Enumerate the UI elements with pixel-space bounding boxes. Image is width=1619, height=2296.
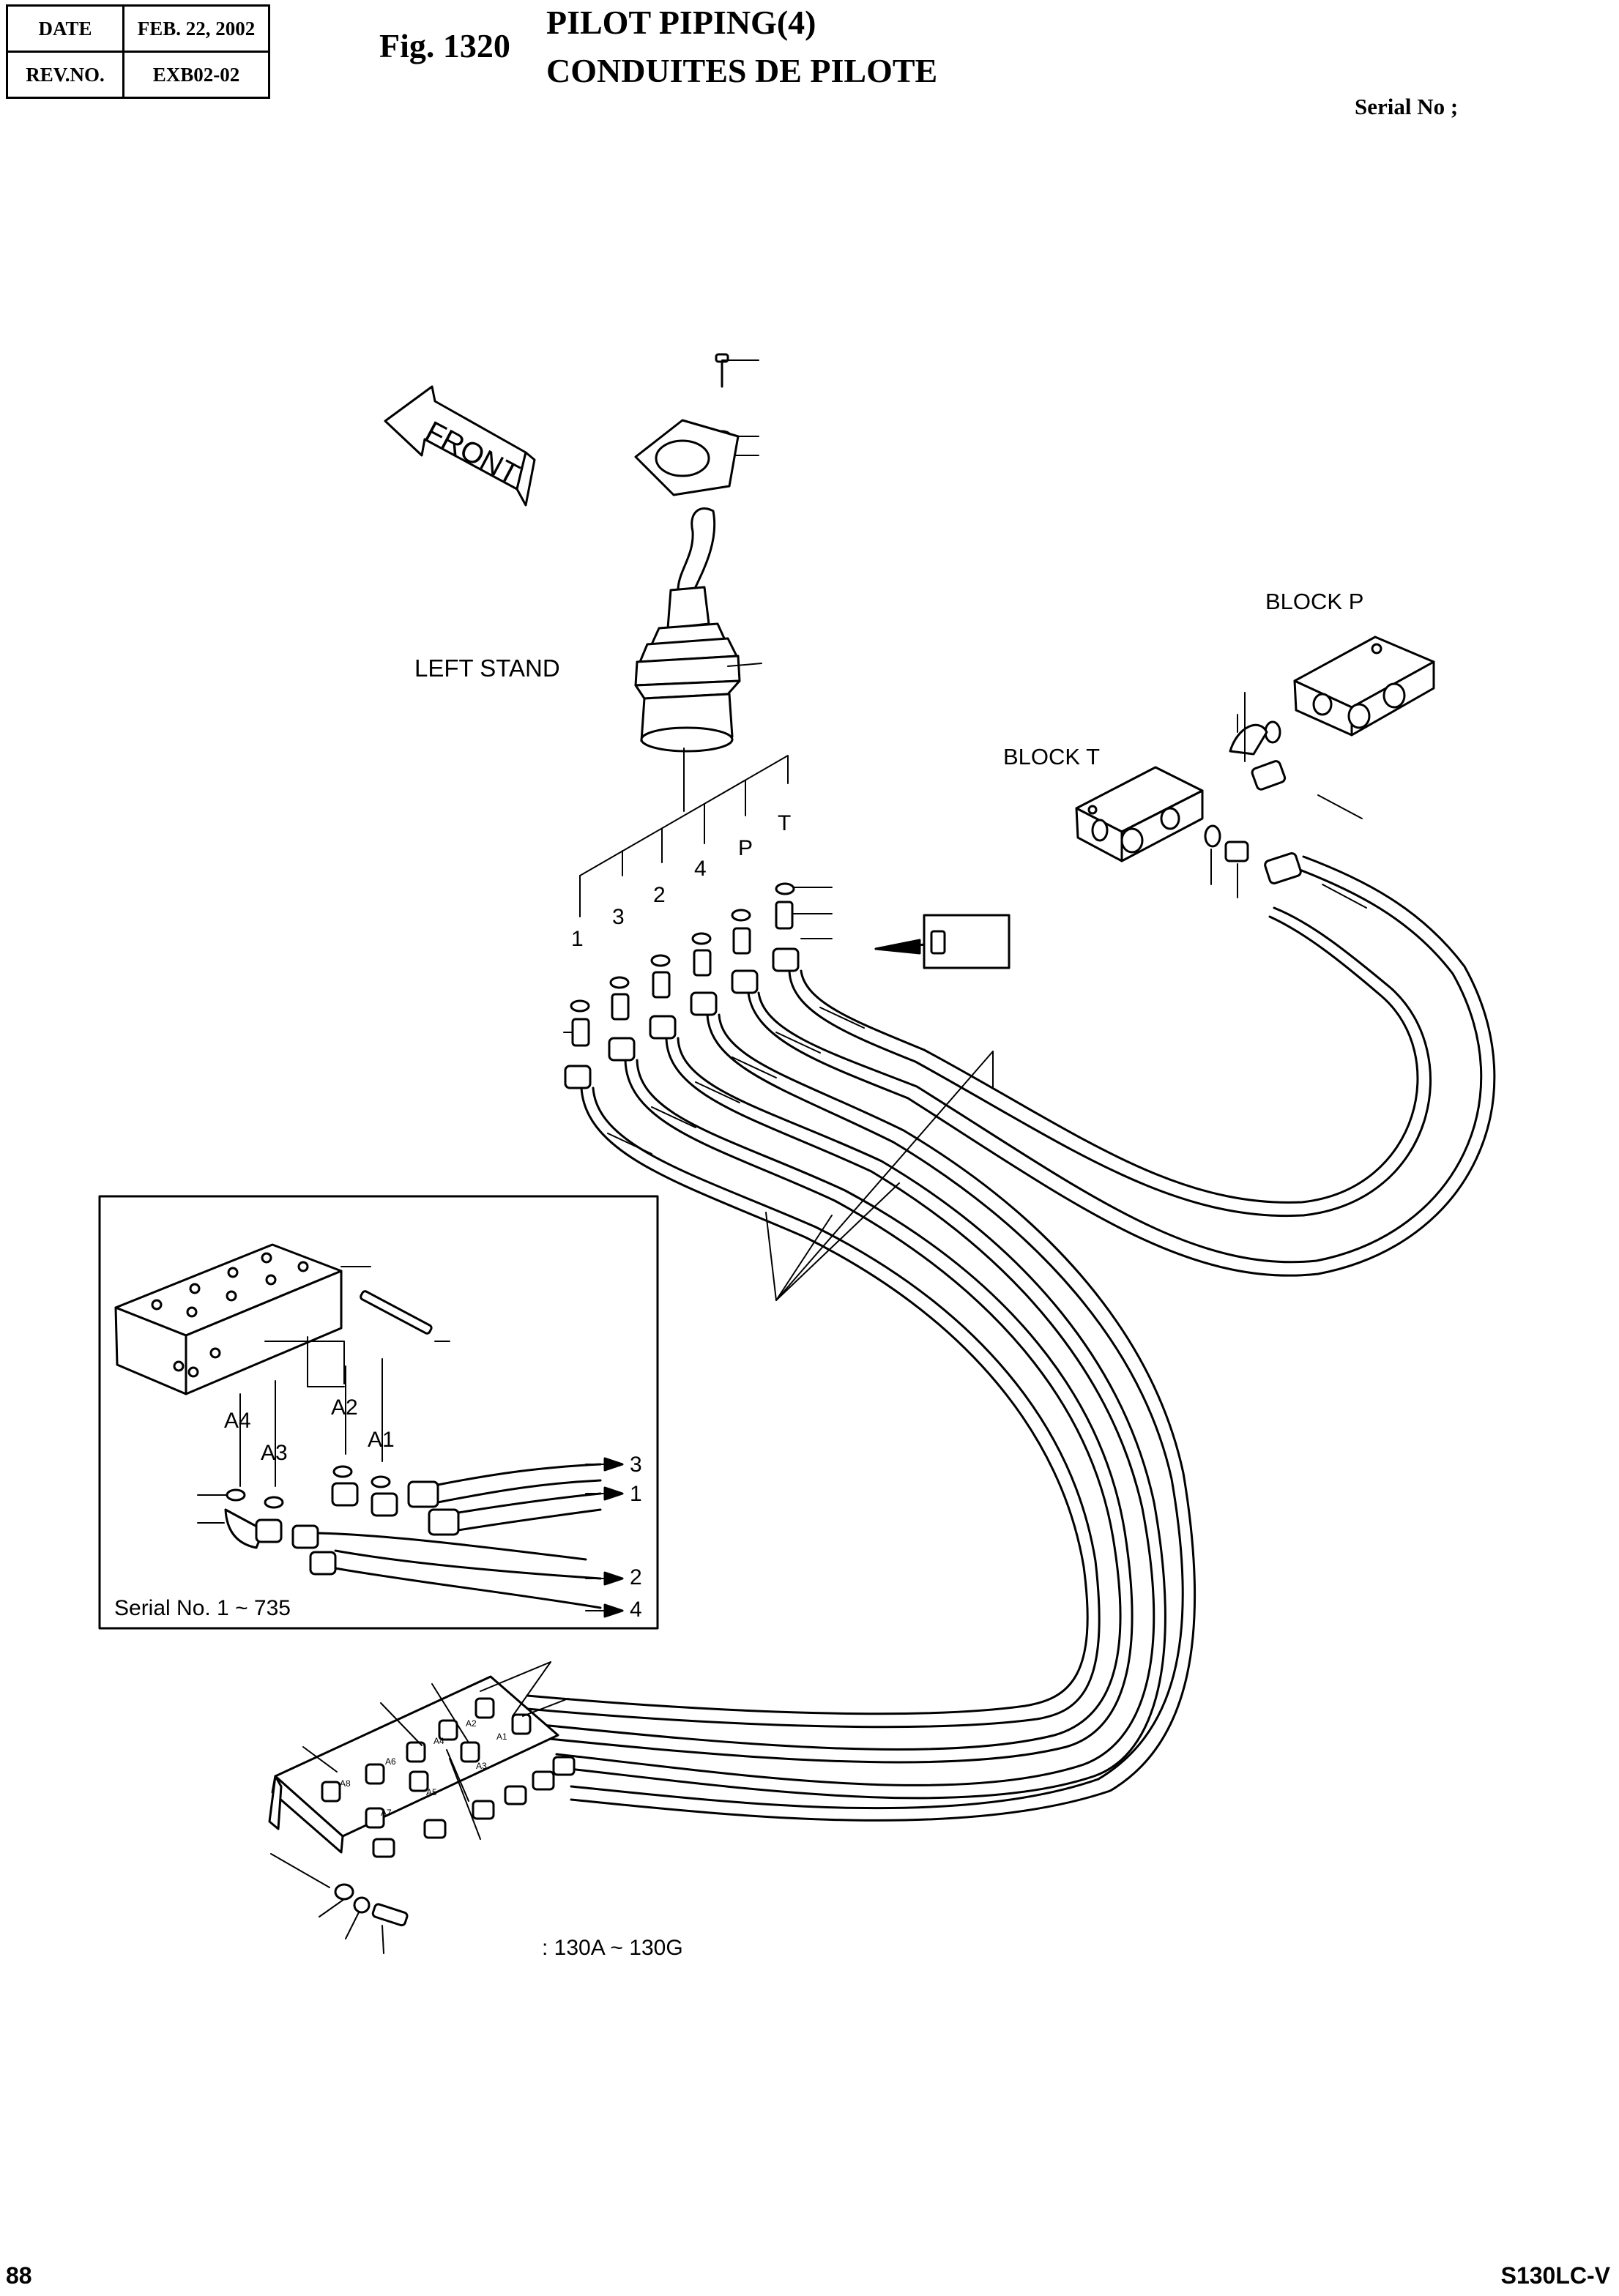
page-number: 88 [6, 2262, 32, 2289]
date-label: DATE [6, 4, 124, 53]
block-p-label: BLOCK P [1265, 589, 1363, 614]
manifold-port-a3: A3 [476, 1761, 487, 1771]
port-label-3: 3 [612, 905, 625, 929]
port-callout-lines [579, 748, 789, 917]
port-label-4: 4 [694, 857, 707, 881]
port-labels: 1 3 2 4 P T [571, 811, 791, 951]
inset-callout-lines [239, 1336, 383, 1487]
manifold-port-a1: A1 [496, 1732, 507, 1742]
hose-callout-lines [765, 1051, 994, 1301]
port-label-t: T [778, 811, 791, 835]
model-name: S130LC-V [1500, 2262, 1610, 2289]
port-label-2: 2 [653, 883, 666, 907]
rev-value: EXB02-02 [122, 51, 270, 99]
date-value: FEB. 22, 2002 [122, 4, 270, 53]
manifold-port-a7: A7 [381, 1808, 392, 1818]
port-label-p: P [738, 836, 753, 860]
inset-port-labels: A4 A3 A2 A1 [224, 1395, 395, 1465]
inset-hose-1: 1 [630, 1482, 642, 1506]
joystick-mounting-plate [634, 353, 759, 496]
manifold-port-a5: A5 [426, 1787, 437, 1797]
inset-port-a4: A4 [224, 1409, 251, 1433]
manifold-bolt-washers [319, 1883, 409, 1954]
port-fittings [563, 882, 1011, 1047]
manifold-bracket [268, 1675, 576, 1858]
hose-end-nuts [564, 947, 800, 1089]
manifold-port-labels: A1 A2 A3 A4 A5 A6 A7 A8 [340, 1718, 507, 1818]
inset-port-a1: A1 [368, 1428, 395, 1452]
inset-port-a3: A3 [261, 1441, 288, 1465]
hose-sleeves [607, 794, 1367, 1155]
inset-port-a2: A2 [331, 1395, 358, 1420]
title-english: PILOT PIPING(4) [546, 4, 816, 41]
revision-table: DATE FEB. 22, 2002 REV.NO. EXB02-02 [6, 4, 270, 99]
serial-label: Serial No ; [1355, 94, 1459, 119]
left-stand-label: LEFT STAND [414, 655, 560, 682]
block-p [1229, 636, 1435, 791]
inset-hose-labels: 3 1 2 4 [630, 1453, 642, 1622]
inset-hoses [197, 1457, 624, 1618]
pilot-joystick [634, 507, 762, 753]
inset-hose-4: 4 [630, 1598, 642, 1622]
figure-number: Fig. 1320 [379, 27, 510, 64]
manifold-port-a4: A4 [433, 1736, 444, 1746]
inset-block [114, 1243, 450, 1395]
block-t-label: BLOCK T [1003, 744, 1100, 769]
range-note: : 130A ~ 130G [542, 1936, 683, 1960]
manifold-port-a2: A2 [466, 1718, 477, 1729]
block-t [1075, 766, 1302, 898]
front-arrow: FRONT [384, 385, 536, 507]
title-french: CONDUITES DE PILOTE [546, 52, 938, 89]
inset-hose-2: 2 [630, 1565, 642, 1589]
inset-frame [98, 1195, 659, 1630]
inset-serial-note: Serial No. 1 ~ 735 [114, 1596, 291, 1620]
port-label-1: 1 [571, 927, 584, 951]
manifold-port-a6: A6 [385, 1756, 396, 1767]
manifold-port-a8: A8 [340, 1778, 351, 1789]
inset-hose-3: 3 [630, 1453, 642, 1477]
rev-label: REV.NO. [6, 51, 124, 99]
pilot-hoses [526, 855, 1496, 1822]
manifold-callout-lines [270, 1661, 569, 1888]
